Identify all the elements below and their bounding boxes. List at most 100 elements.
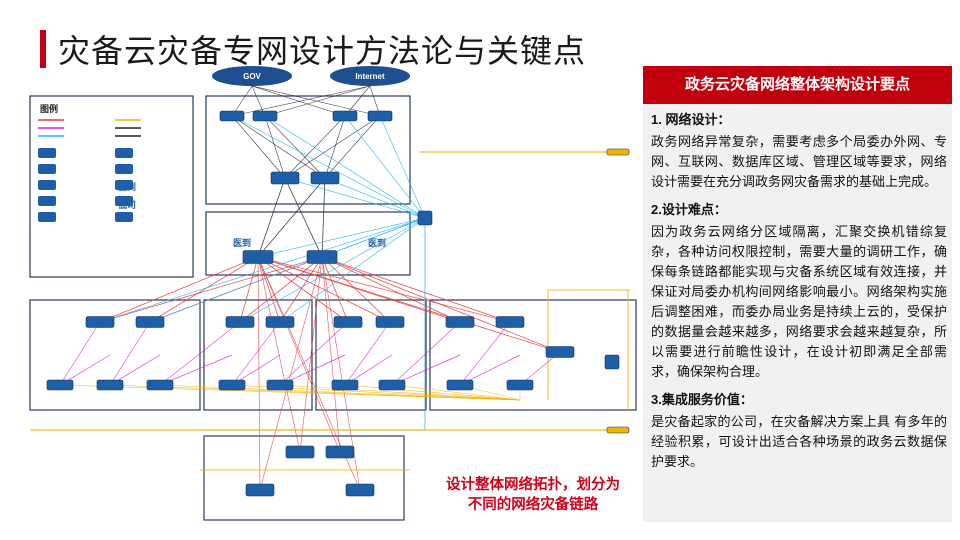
diagram-caption: 设计整体网络拓扑，划分为 不同的网络灾备链路 — [428, 475, 638, 515]
link-black — [324, 115, 346, 179]
link-red — [257, 256, 281, 323]
link-magenta — [344, 321, 391, 386]
core-switch-icon — [306, 250, 338, 264]
core-switch-icon — [242, 250, 274, 264]
link-magenta — [59, 321, 101, 386]
panel-header: 政务云灾备网络整体架构设计要点 — [643, 66, 952, 104]
access-switch-icon — [266, 379, 294, 391]
link-black — [264, 115, 326, 179]
link-red — [321, 256, 391, 323]
legend-device-icon — [115, 180, 133, 190]
link-magenta — [231, 321, 281, 386]
link-red — [149, 256, 259, 323]
link-red — [257, 256, 349, 323]
link-cyan — [279, 217, 426, 323]
device-group — [46, 110, 630, 497]
leased-line-icon — [606, 148, 630, 156]
link-cyan — [379, 115, 426, 219]
link-cyan — [239, 217, 426, 323]
backup-center-label: 医到 — [233, 237, 251, 248]
link-red — [257, 256, 301, 453]
switch-icon — [495, 316, 525, 328]
link-black — [231, 115, 326, 179]
switch-icon — [265, 316, 295, 328]
link-red — [99, 256, 323, 323]
access-switch-icon — [446, 379, 474, 391]
legend-device-icon — [115, 148, 133, 158]
legend-device-icon — [38, 164, 56, 174]
link-yellow — [279, 384, 521, 401]
link-red — [257, 256, 391, 323]
link-cyan — [344, 115, 426, 219]
cloud-gov-label: GOV — [243, 72, 261, 81]
link-magenta — [159, 321, 241, 386]
storage-switch-icon — [325, 445, 355, 459]
link-magenta — [279, 321, 349, 386]
link-red — [99, 256, 259, 323]
title-accent-bar — [40, 30, 46, 68]
network-topology-diagram: 图例 GOV Internet 医到 医到 医到 低司 — [29, 66, 637, 521]
access-switch-icon — [506, 379, 534, 391]
diagram-caption-line-2: 不同的网络灾备链路 — [467, 497, 599, 513]
link-magenta — [459, 321, 511, 386]
link-black — [231, 115, 286, 179]
link-black — [321, 177, 326, 258]
link-yellow — [391, 384, 521, 401]
link-red — [257, 256, 511, 323]
access-switch-icon — [46, 379, 74, 391]
switch-icon — [333, 316, 363, 328]
link-red — [257, 256, 341, 453]
section-network-design-title: 1. 网络设计： — [651, 112, 731, 127]
link-red — [299, 256, 323, 453]
link-red — [321, 256, 461, 323]
switch-icon — [545, 346, 575, 358]
link-magenta — [109, 321, 151, 386]
link-red — [259, 256, 323, 491]
zone-data-center-1 — [29, 299, 201, 411]
cloud-internet-label: Internet — [355, 72, 385, 81]
link-black — [284, 115, 381, 179]
link-black — [251, 85, 381, 117]
access-switch-icon — [378, 379, 406, 391]
link-red — [321, 256, 511, 323]
firewall-icon — [252, 110, 278, 122]
firewall-icon — [367, 110, 393, 122]
section-difficulty-text: 因为政务云网络分区域隔离，汇聚交换机错综复杂，各种访问权限控制，需要大量的调研工… — [651, 224, 947, 379]
legend-device-icon — [38, 212, 56, 222]
link-black — [284, 115, 346, 179]
storage-switch-icon — [285, 445, 315, 459]
access-switch-icon — [218, 379, 246, 391]
link-red — [257, 256, 561, 353]
link-cyan — [149, 217, 426, 323]
backup-dest-label: 医到 — [368, 237, 386, 248]
firewall-icon — [219, 110, 245, 122]
access-switch-icon — [331, 379, 359, 391]
link-yellow — [59, 384, 521, 401]
link-black — [257, 177, 286, 258]
link-black — [264, 85, 371, 117]
legend-device-icon — [115, 164, 133, 174]
legend-device-icon — [38, 148, 56, 158]
legend-items — [38, 119, 141, 222]
link-cyan — [284, 177, 426, 219]
link-red — [257, 256, 261, 491]
link-red — [239, 256, 323, 323]
legend-title: 图例 — [40, 103, 58, 114]
management-switch-icon — [604, 354, 620, 370]
legend-device-icon — [38, 196, 56, 206]
legend-device-icon — [115, 196, 133, 206]
switch-icon — [445, 316, 475, 328]
section-service-value-text: 是灾备起家的公司，在灾备解决方案上具 有多年的经验积累，可设计出适合各种场景的政… — [651, 414, 947, 469]
switch-icon — [270, 171, 300, 185]
link-cyan — [324, 177, 426, 219]
leased-line-icon — [606, 426, 630, 434]
section-service-value-title: 3.集成服务价值： — [651, 392, 753, 407]
access-switch-icon — [96, 379, 124, 391]
diagram-caption-line-1: 设计整体网络拓扑，划分为 — [446, 477, 620, 493]
switch-icon — [135, 316, 165, 328]
legend-device-icon — [115, 212, 133, 222]
link-cyan — [264, 115, 426, 219]
link-magenta — [391, 321, 461, 386]
link-black — [251, 85, 346, 117]
section-network-design-text: 政务网络异常复杂，需要考虑多个局委办外网、专网、互联网、数据库区域、管理区域等要… — [651, 134, 947, 189]
